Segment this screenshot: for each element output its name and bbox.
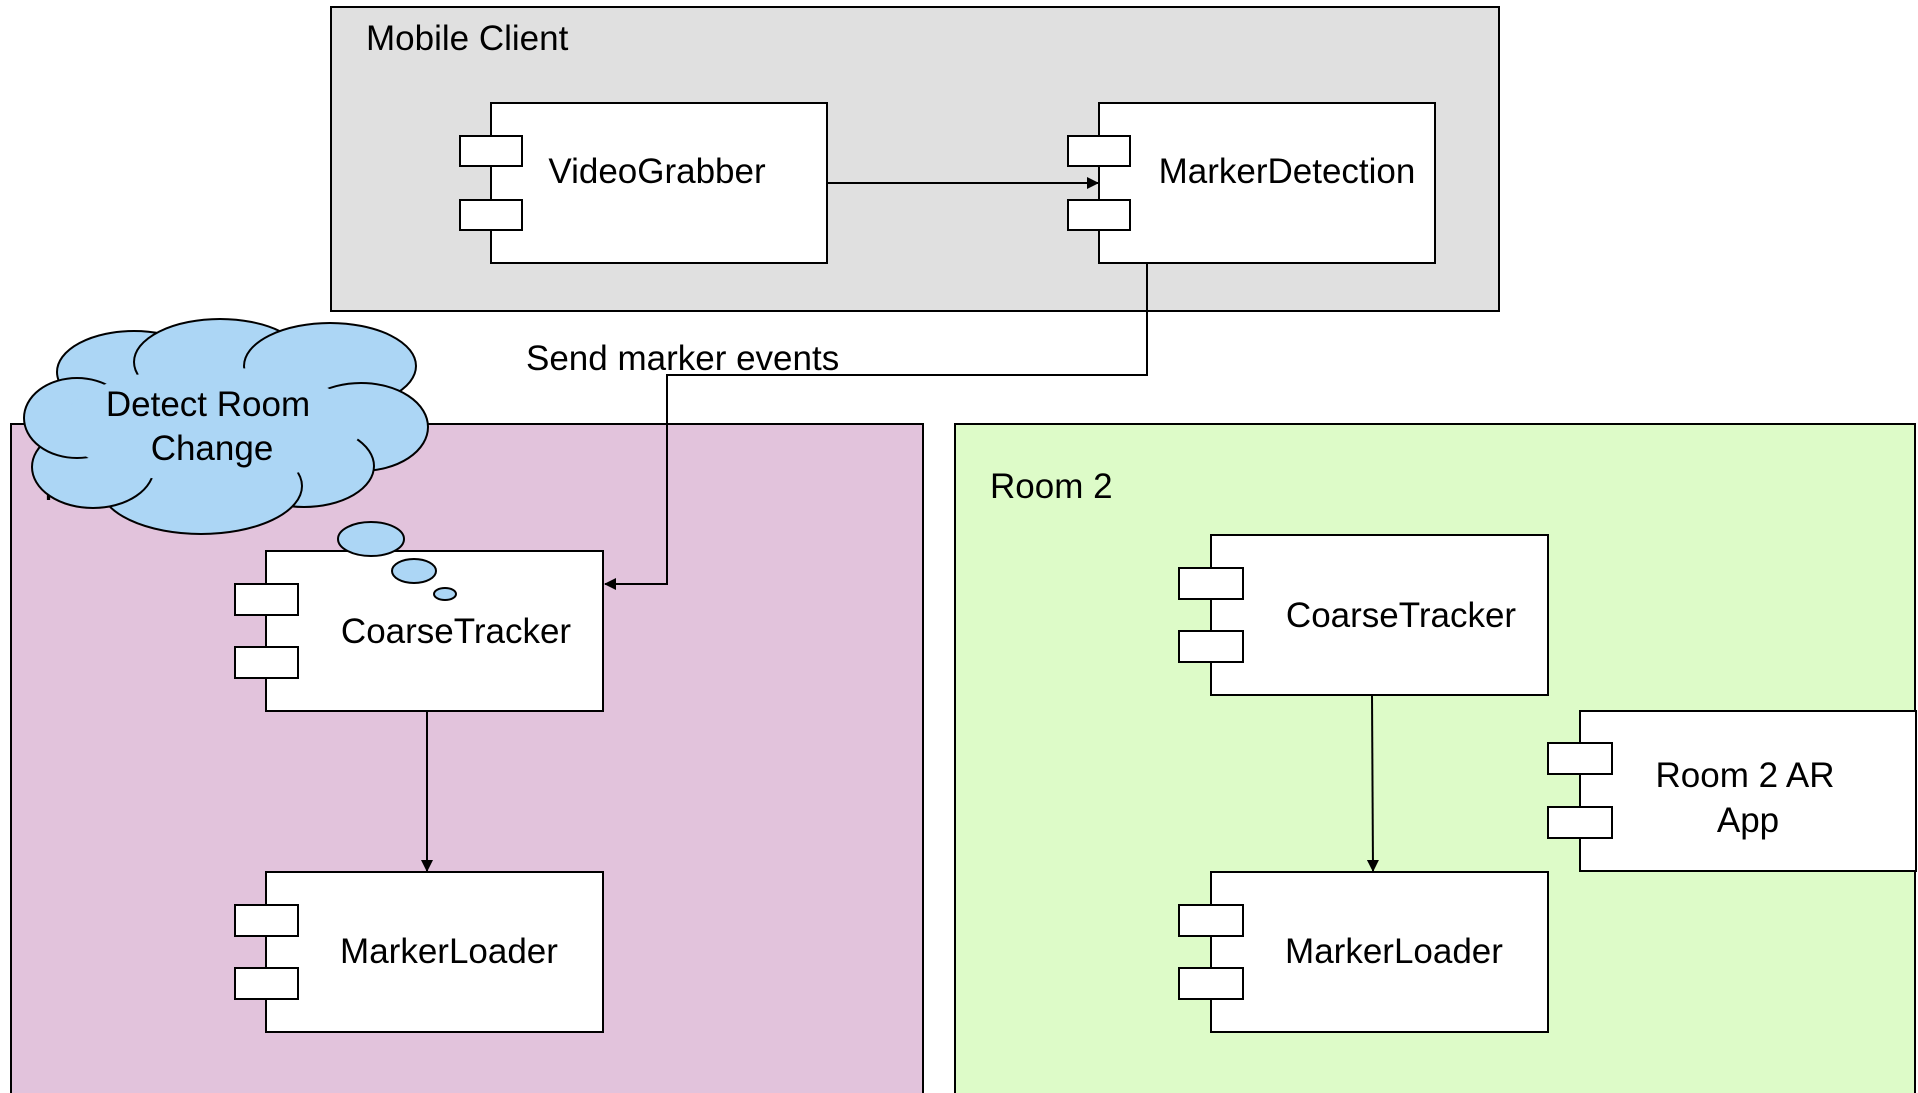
component-port-icon — [459, 199, 523, 231]
room1-coarse-tracker-box — [265, 550, 604, 712]
thought-bubble — [433, 587, 457, 601]
marker-detection-component[interactable]: MarkerDetection — [1067, 102, 1436, 264]
marker-events-arrow — [604, 263, 1148, 590]
component-port-icon — [1547, 806, 1613, 839]
thought-bubble — [391, 558, 437, 584]
marker-detection-label: MarkerDetection — [1159, 152, 1416, 191]
room2-ar-app-label-line1: Room 2 AR — [1656, 756, 1835, 795]
room1-coarse-tracker-label: CoarseTracker — [341, 612, 571, 651]
component-port-icon — [1178, 967, 1244, 1000]
component-port-icon — [1547, 742, 1613, 775]
room1-marker-loader-label: MarkerLoader — [340, 932, 558, 971]
room2-title: Room 2 — [990, 467, 1113, 506]
room2-marker-loader-box — [1210, 871, 1549, 1033]
video-grabber-box — [490, 102, 828, 264]
cloud-body — [62, 367, 362, 483]
room2-coarse-tracker-label: CoarseTracker — [1286, 596, 1516, 635]
component-port-icon — [234, 583, 299, 616]
room2-coarse-tracker-box — [1210, 534, 1549, 696]
room2-ar-app-box — [1579, 710, 1917, 872]
component-port-icon — [1178, 904, 1244, 937]
video-grabber-component[interactable]: VideoGrabber — [459, 102, 828, 264]
room1-coarse-tracker-component[interactable]: CoarseTracker — [234, 550, 604, 712]
room1-marker-loader-component[interactable]: MarkerLoader — [234, 871, 604, 1033]
component-port-icon — [459, 135, 523, 167]
marker-detection-box — [1098, 102, 1436, 264]
component-port-icon — [1067, 135, 1131, 167]
marker-events-label: Send marker events — [526, 339, 839, 378]
room2-ar-app-label-line2: App — [1717, 801, 1779, 840]
component-port-icon — [234, 904, 299, 937]
component-port-icon — [234, 967, 299, 1000]
room2-coarse-tracker-component[interactable]: CoarseTracker — [1178, 534, 1549, 696]
thought-cloud: Detect Room Change — [23, 318, 457, 601]
cloud-text-line1: Detect Room — [106, 385, 310, 424]
component-port-icon — [1067, 199, 1131, 231]
cloud-text-line2: Change — [151, 429, 274, 468]
component-port-icon — [234, 646, 299, 679]
room2-marker-loader-label: MarkerLoader — [1285, 932, 1503, 971]
component-port-icon — [1178, 567, 1244, 600]
component-port-icon — [1178, 630, 1244, 663]
thought-bubble — [337, 521, 405, 557]
room2-marker-loader-component[interactable]: MarkerLoader — [1178, 871, 1549, 1033]
room2-ar-app-component[interactable]: Room 2 AR App — [1547, 710, 1917, 872]
room2-tracker-to-loader-arrow — [1366, 694, 1379, 872]
room1-marker-loader-box — [265, 871, 604, 1033]
mobile-client-title: Mobile Client — [366, 19, 569, 58]
video-grabber-label: VideoGrabber — [548, 152, 766, 191]
